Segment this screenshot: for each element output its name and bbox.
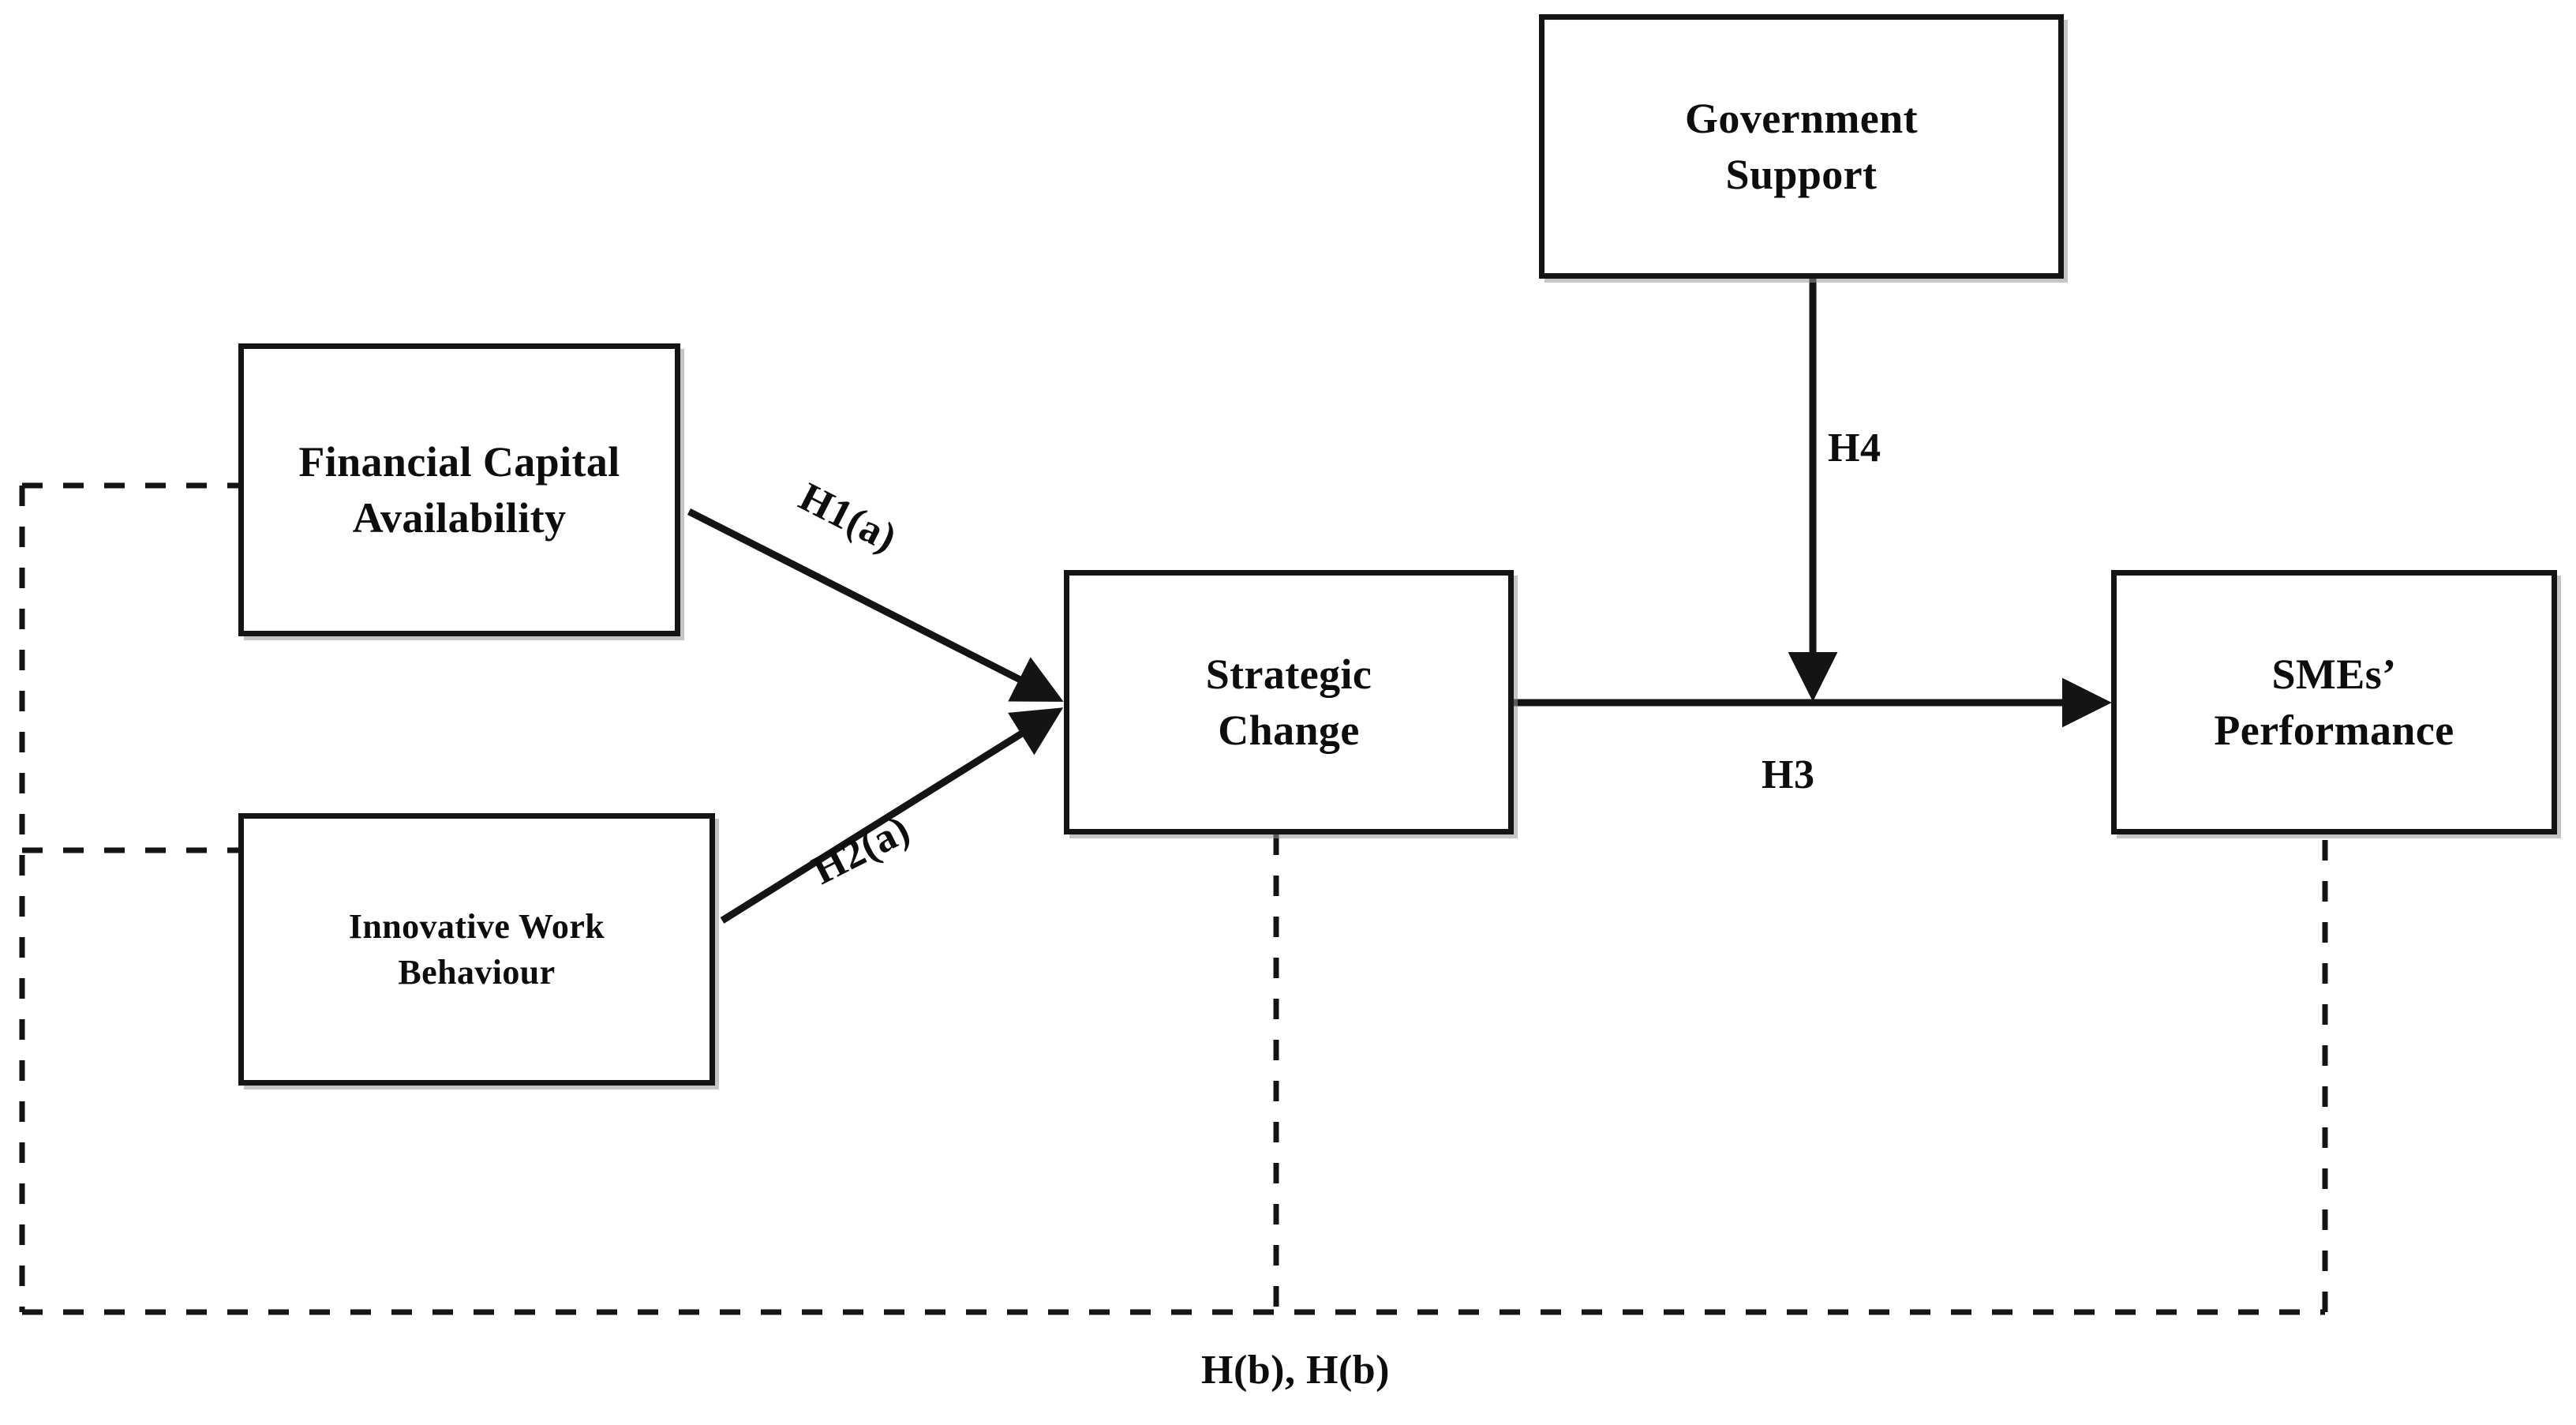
node-label: SMEs’ Performance — [2206, 647, 2462, 757]
node-financial-capital-availability: Financial Capital Availability — [238, 343, 680, 636]
node-label-line2: Support — [1725, 150, 1878, 198]
edge-label-h4: H4 — [1828, 426, 1881, 471]
node-strategic-change: Strategic Change — [1064, 570, 1514, 834]
node-label-line1: Financial Capital — [298, 438, 620, 486]
node-label-line1: Government — [1685, 95, 1918, 143]
node-label: Innovative Work Behaviour — [341, 904, 612, 994]
node-label: Strategic Change — [1198, 647, 1380, 757]
node-label-line2: Availability — [352, 493, 567, 542]
arrow-h1a — [687, 508, 1064, 702]
node-label-line1: Strategic — [1205, 651, 1372, 699]
node-label: Financial Capital Availability — [290, 434, 627, 545]
node-label-line2: Performance — [2214, 706, 2454, 754]
edge-label-h3: H3 — [1762, 752, 1815, 797]
node-label-line1: Innovative Work — [348, 907, 605, 947]
node-innovative-work-behaviour: Innovative Work Behaviour — [238, 813, 715, 1086]
node-government-support: Government Support — [1539, 14, 2064, 279]
edge-label-hb-hb: H(b), H(b) — [1201, 1348, 1390, 1393]
node-label-line2: Change — [1218, 706, 1360, 754]
arrow-h2a — [720, 707, 1064, 924]
node-smes-performance: SMEs’ Performance — [2111, 570, 2557, 834]
node-label: Government Support — [1677, 91, 1926, 201]
node-label-line1: SMEs’ — [2271, 651, 2397, 699]
node-label-line2: Behaviour — [398, 952, 556, 992]
